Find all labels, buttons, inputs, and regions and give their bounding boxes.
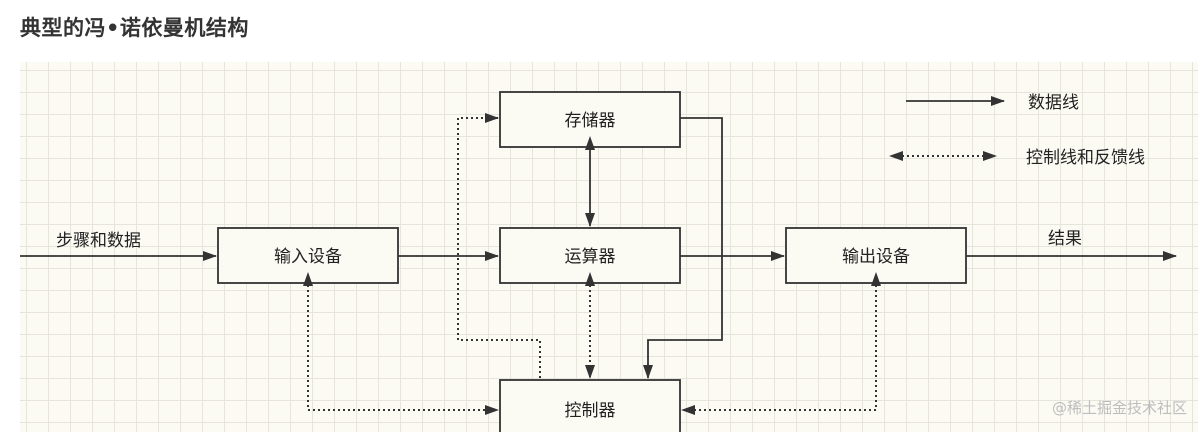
output-control-dotted [681, 272, 881, 415]
output-label: 输出设备 [842, 247, 910, 266]
watermark: @稀土掘金技术社区 [1051, 399, 1187, 417]
steps-and-data-label: 步骤和数据 [56, 231, 141, 250]
input-control-dotted [303, 272, 499, 415]
page-title: 典型的冯•诺依曼机结构 [20, 16, 249, 40]
storage-label: 存储器 [565, 111, 616, 130]
result-label: 结果 [1048, 229, 1082, 248]
control-box [499, 379, 681, 432]
alu-label: 运算器 [565, 247, 616, 266]
control-label: 控制器 [565, 401, 616, 420]
legend-control-line-label: 控制线和反馈线 [1026, 148, 1145, 167]
legend-data-line-label: 数据线 [1028, 93, 1079, 112]
input-label: 输入设备 [274, 247, 342, 266]
